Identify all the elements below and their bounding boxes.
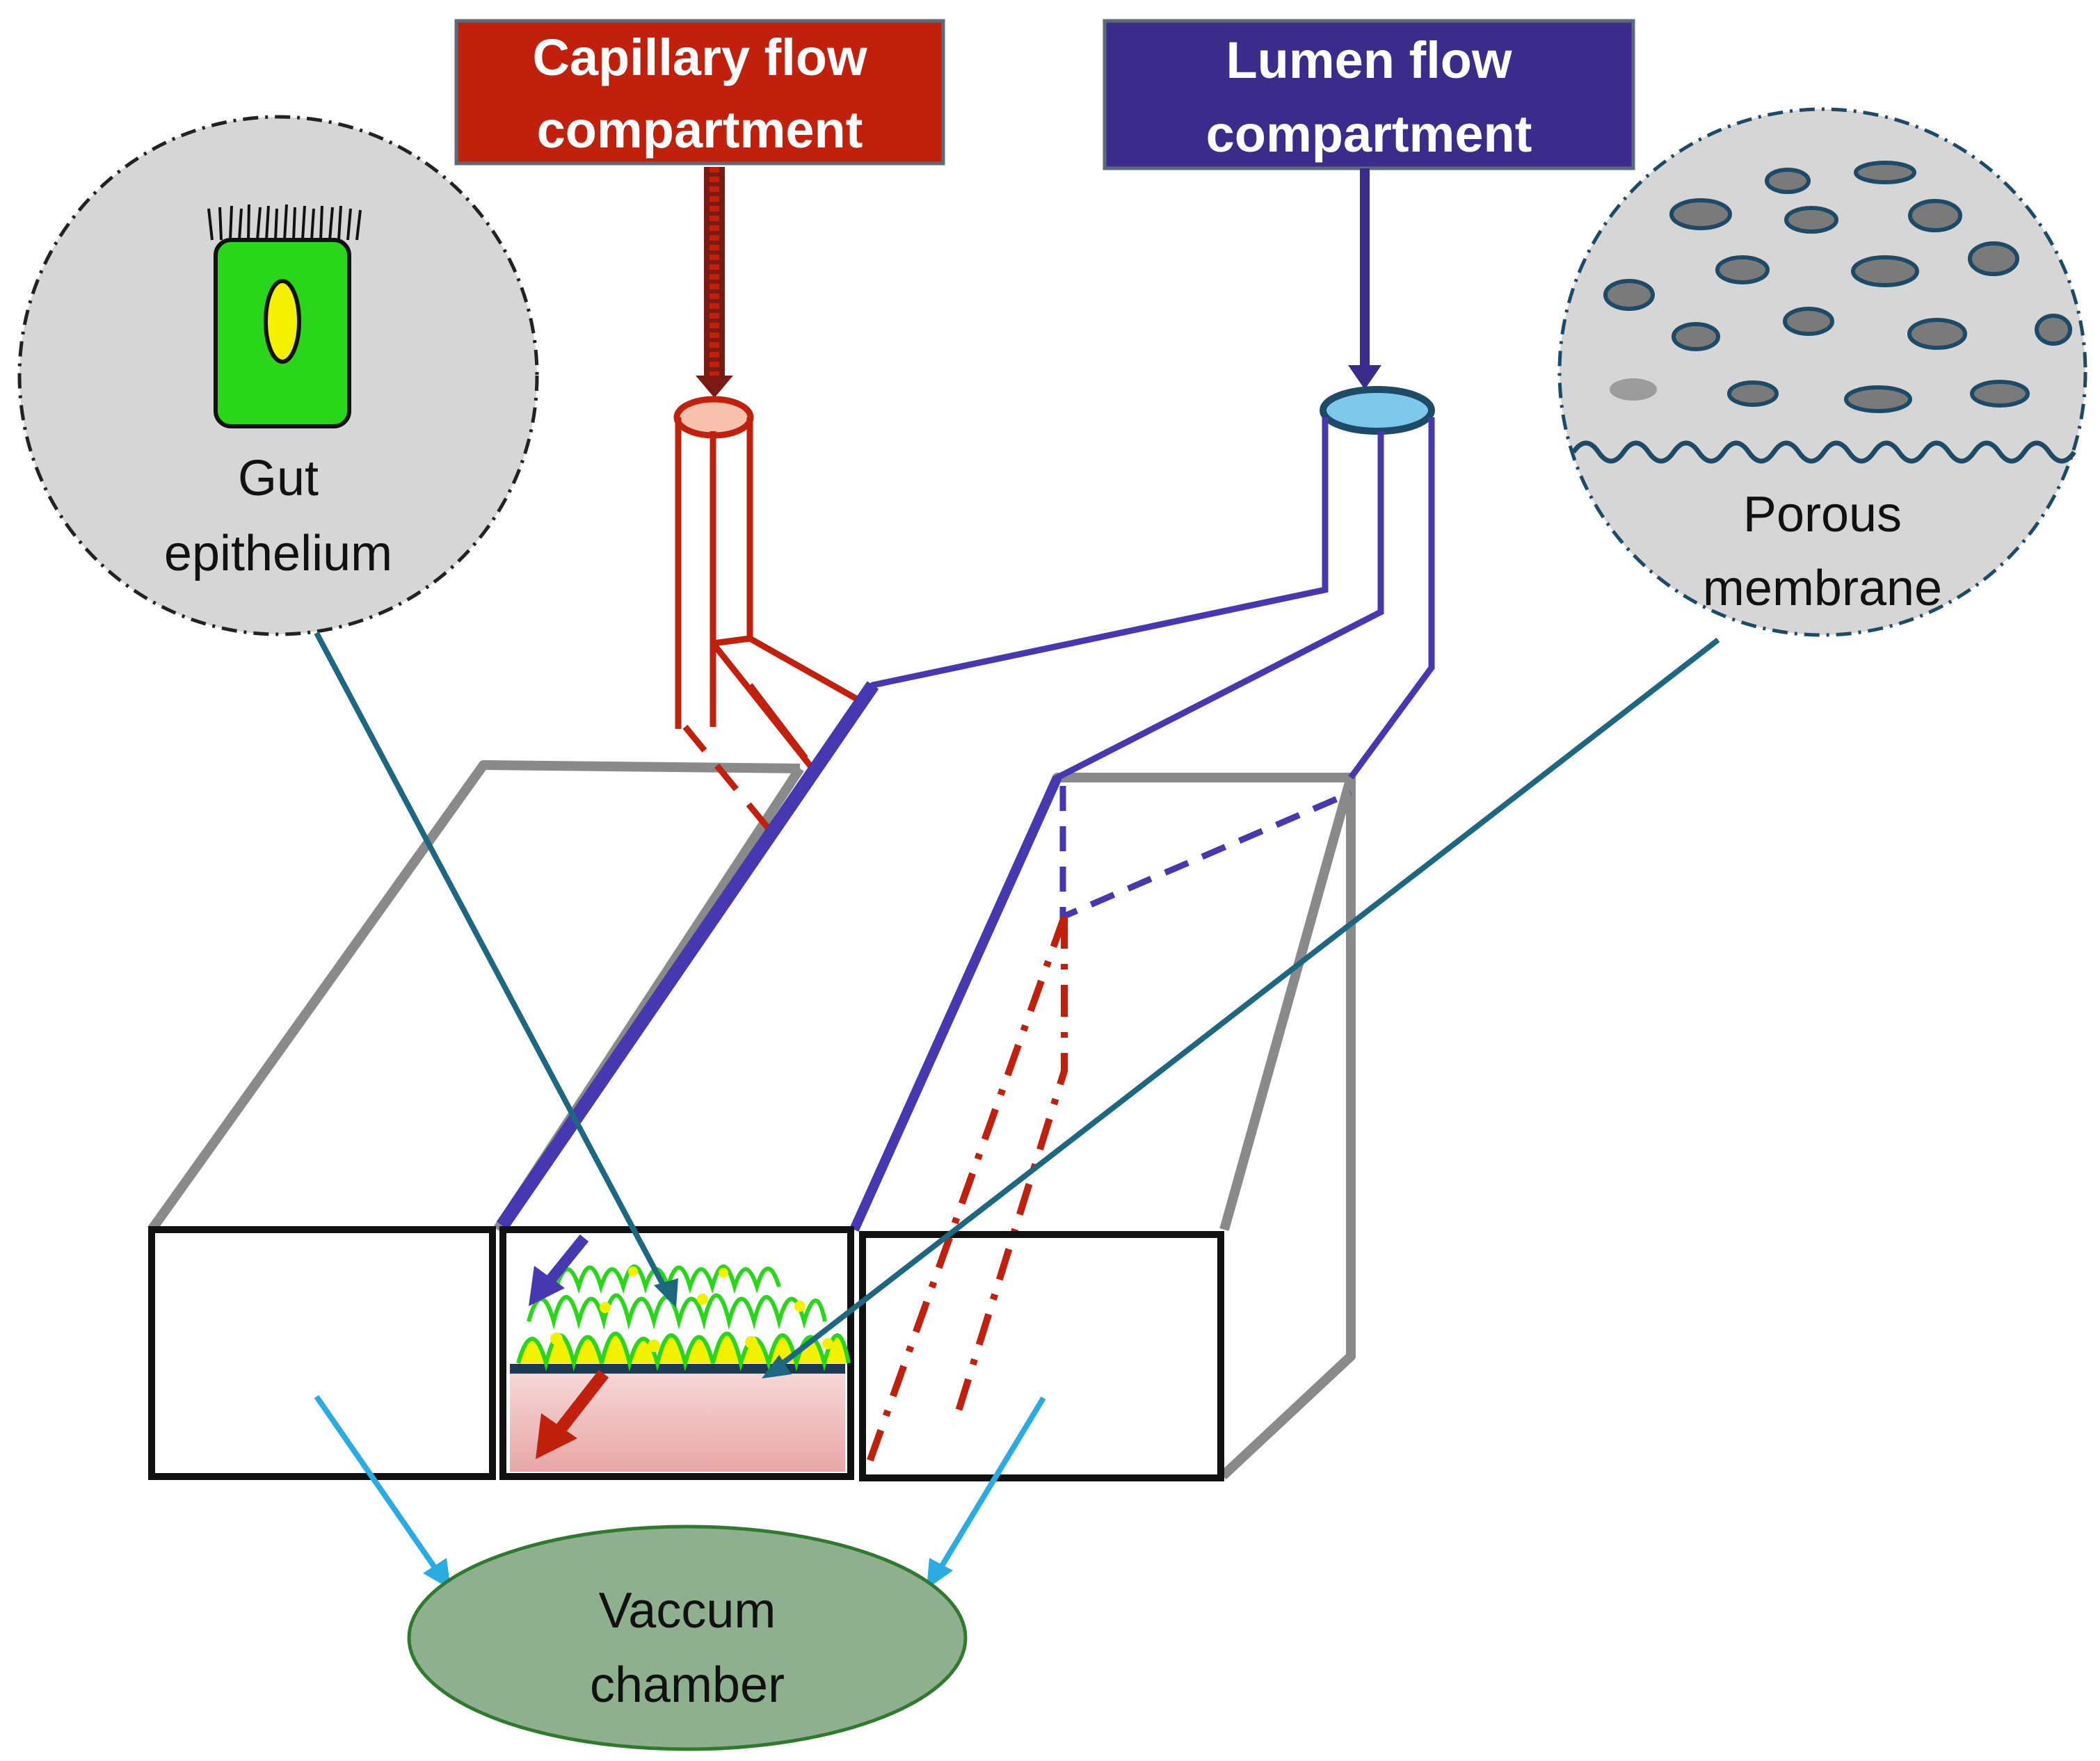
microvilli	[207, 204, 362, 241]
gut-pointer	[314, 632, 678, 1308]
capillary-flow-arrow	[536, 1369, 609, 1459]
vacuum-arrow-right	[927, 1396, 1046, 1589]
vacuum-chamber: Vaccum chamber	[407, 1525, 968, 1751]
cell-nucleus	[264, 279, 301, 364]
lumen-inflow-arrow	[1348, 168, 1381, 389]
lumen-flow-box: Lumen flow compartment	[1103, 19, 1635, 170]
lumen-label-line1: Lumen flow	[1226, 31, 1512, 89]
capillary-flow-box: Capillary flow compartment	[454, 19, 945, 166]
membrane-pores	[1603, 161, 2072, 413]
porous-label-line2: membrane	[1703, 561, 1942, 616]
gut-epithelium-inset: Gut epithelium	[17, 115, 539, 636]
capillary-dashdot-path	[859, 915, 1068, 1483]
middle-channel	[499, 1226, 854, 1480]
capillary-label-line2: compartment	[537, 101, 863, 159]
right-channel	[859, 1231, 1224, 1481]
blurred-pore	[1610, 378, 1657, 401]
gut-label-line1: Gut	[238, 451, 319, 506]
porous-membrane-inset: Porous membrane	[1557, 107, 2087, 637]
capillary-label-line1: Capillary flow	[532, 29, 867, 86]
membrane-edge	[1571, 440, 2076, 464]
lumen-tubing	[496, 386, 1435, 1232]
membrane-pointer	[762, 637, 1720, 1378]
vacuum-arrow-left	[314, 1394, 451, 1589]
porous-label-line1: Porous	[1743, 487, 1902, 542]
vacuum-label-line2: chamber	[590, 1657, 785, 1713]
left-channel	[148, 1226, 496, 1480]
capillary-inflow-arrow	[696, 167, 733, 398]
gut-label-line2: epithelium	[164, 526, 392, 581]
capillary-inlet-tubing	[673, 396, 859, 844]
lumen-label-line2: compartment	[1206, 105, 1532, 163]
vacuum-label-line1: Vaccum	[599, 1583, 776, 1639]
lumen-flow-arrow	[529, 1234, 589, 1306]
